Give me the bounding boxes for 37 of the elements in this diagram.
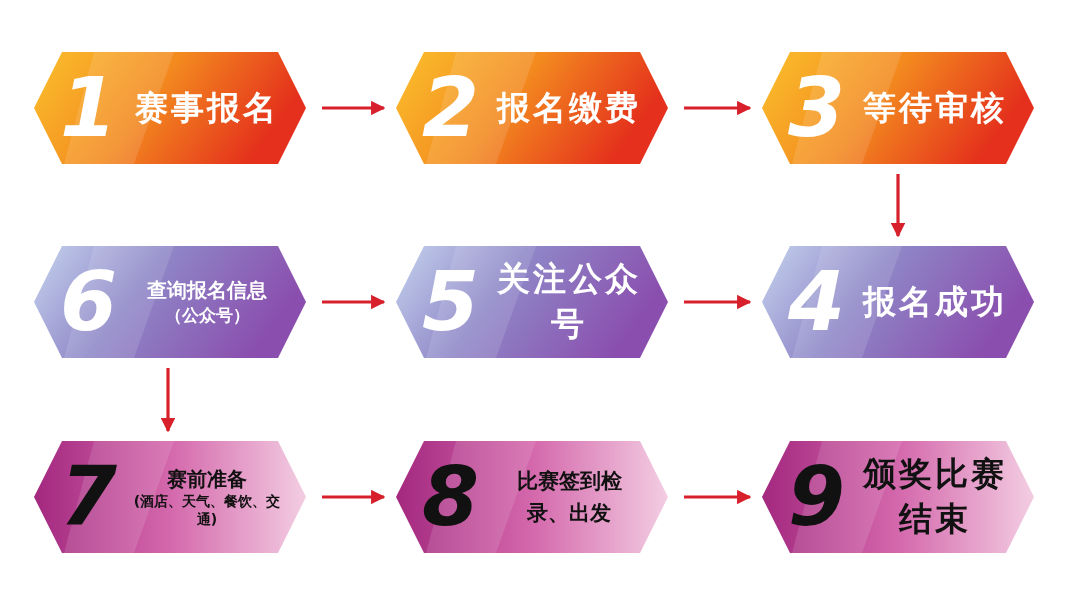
step-hexagon: [396, 441, 668, 553]
step-label: 颁奖比赛结束: [861, 453, 1008, 540]
arrow: [160, 368, 176, 433]
step-number: 3: [788, 67, 846, 149]
arrow: [684, 294, 752, 310]
step-label: 关注公众号: [496, 258, 642, 345]
arrow: [890, 174, 906, 238]
step-hexagon: [762, 246, 1034, 358]
step-note: (酒店、天气、餐饮、交通): [132, 492, 282, 529]
step-number: 8: [422, 456, 480, 538]
step-number: 6: [60, 261, 118, 343]
step-number: 7: [60, 456, 118, 538]
step-note: （公众号）: [164, 304, 250, 327]
step-number: 5: [422, 261, 480, 343]
step-hexagon: [34, 441, 306, 553]
step-label: 报名缴费: [497, 86, 641, 129]
step-hexagon: [762, 441, 1034, 553]
step-hexagon: [34, 52, 306, 164]
arrow: [684, 489, 752, 505]
step-hexagon: [396, 52, 668, 164]
step-number: 9: [788, 456, 846, 538]
arrow: [322, 489, 386, 505]
arrow: [684, 100, 752, 116]
step-label: 查询报名信息: [147, 277, 267, 304]
step-number: 4: [788, 261, 846, 343]
step-hexagon: [762, 52, 1034, 164]
step-hexagon: [396, 246, 668, 358]
step-label: 等待审核: [863, 86, 1007, 129]
step-number: 1: [60, 67, 118, 149]
arrow: [322, 100, 386, 116]
step-label: 赛前准备: [167, 465, 247, 493]
step-hexagon: [34, 246, 306, 358]
step-label: 报名成功: [863, 280, 1007, 323]
arrow: [322, 294, 386, 310]
step-label: 赛事报名: [135, 86, 279, 129]
step-number: 2: [422, 67, 480, 149]
step-label: 比赛签到检录、出发: [515, 467, 623, 526]
